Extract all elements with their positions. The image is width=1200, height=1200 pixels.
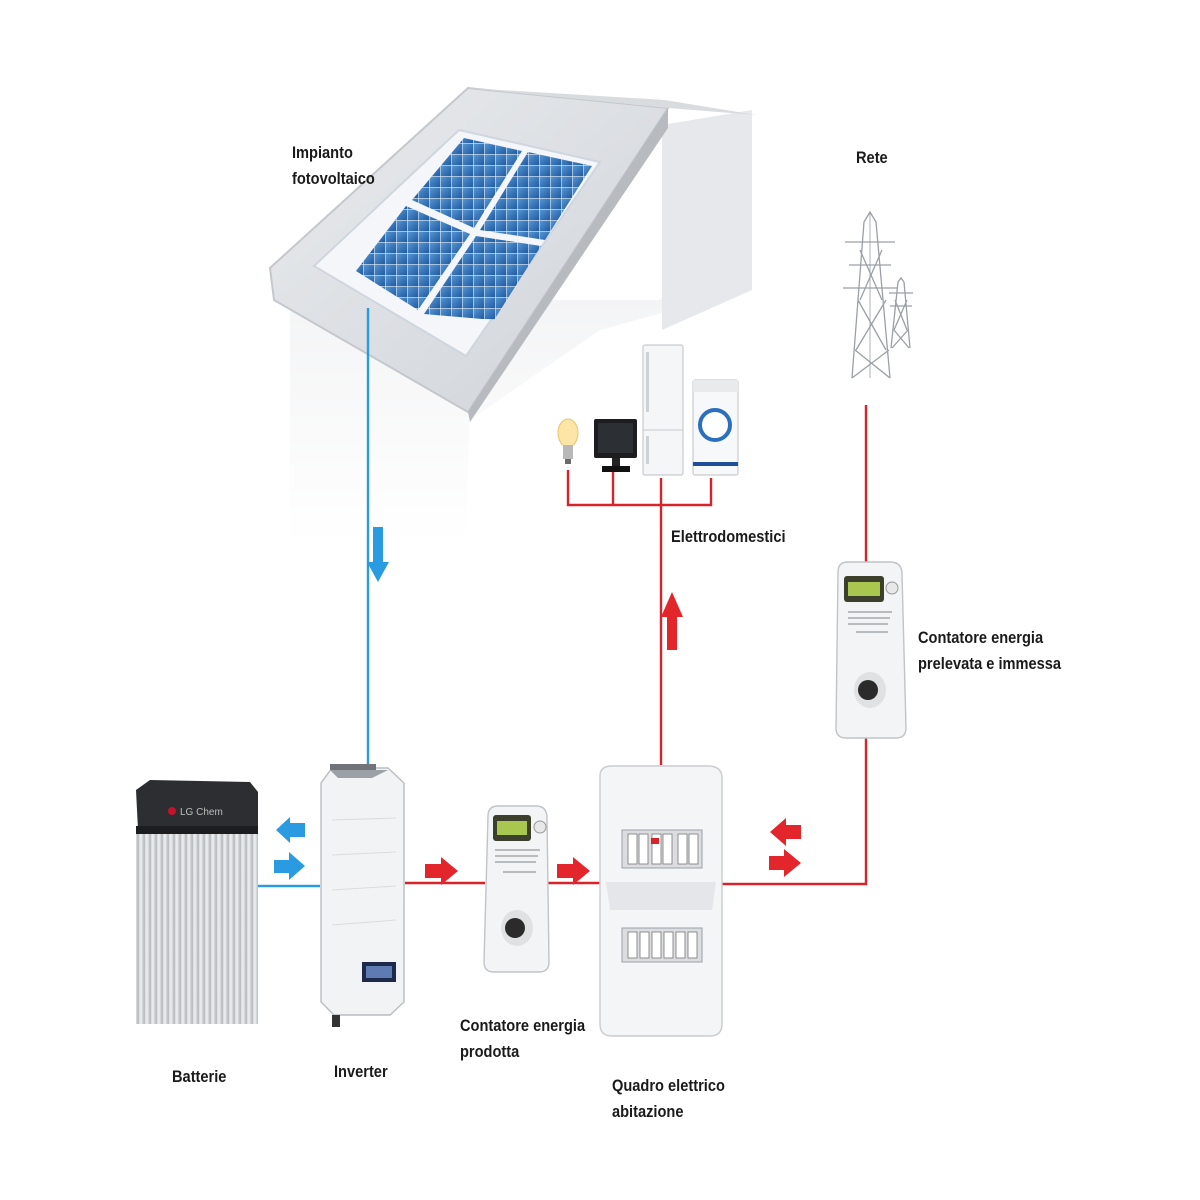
dc-lines	[258, 308, 370, 888]
pv-plant-label-line-1: Impianto	[292, 143, 353, 162]
bidirectional-meter-label: Contatore energia prelevata e immessa	[918, 625, 1061, 678]
arrow-right-blue-icon	[274, 852, 305, 880]
pv-plant-label: Impianto fotovoltaico	[292, 140, 375, 193]
ac-lines	[405, 405, 868, 886]
house-wall-right	[662, 110, 752, 330]
battery-icon: LG Chem	[136, 780, 258, 1024]
appliances-label-text: Elettrodomestici	[671, 527, 786, 546]
switchboard-label-line-2: abitazione	[612, 1102, 684, 1122]
solar-module	[356, 206, 470, 310]
switchboard-icon	[599, 765, 723, 1037]
roof-ridge	[468, 88, 756, 115]
fridge-icon	[642, 344, 684, 476]
inverter-icon	[320, 764, 405, 1027]
batteries-label: Batterie	[172, 1064, 226, 1090]
flow-arrows	[274, 527, 801, 885]
arrow-right-red-icon	[769, 849, 801, 877]
arrow-right-red-icon	[557, 857, 590, 885]
switchboard-label-line-1: Quadro elettrico	[612, 1076, 725, 1095]
bidirectional-meter-icon	[835, 561, 907, 739]
batteries-label-text: Batterie	[172, 1067, 227, 1086]
arrow-down-dc-icon	[367, 527, 389, 582]
solar-panel	[312, 128, 602, 358]
arrow-left-red-icon	[770, 818, 801, 846]
arrow-up-ac-icon	[661, 592, 683, 650]
meter-to-switchboard-grid-line	[720, 735, 868, 886]
bidirectional-meter-label-line-1: Contatore energia	[918, 628, 1044, 647]
battery-brand-logo: LG Chem	[180, 807, 223, 818]
pv-plant-label-line-2: fotovoltaico	[292, 169, 375, 189]
tv-icon	[594, 419, 637, 472]
pylon-icon	[843, 210, 913, 379]
production-meter-icon	[483, 805, 550, 973]
production-meter-label-line-1: Contatore energia	[460, 1016, 586, 1035]
arrow-right-red-icon	[425, 857, 458, 885]
production-meter-label-line-2: prodotta	[460, 1042, 520, 1062]
solar-module	[412, 138, 522, 228]
inverter-label: Inverter	[334, 1059, 388, 1085]
production-meter-label: Contatore energia prodotta	[460, 1013, 585, 1066]
light-bulb-icon	[557, 418, 579, 464]
roof-edge	[468, 108, 668, 422]
inverter-label-text: Inverter	[334, 1062, 388, 1081]
appliances-bus-line	[566, 470, 713, 507]
solar-module	[424, 236, 541, 320]
switchboard-label: Quadro elettrico abitazione	[612, 1073, 725, 1126]
house-wall	[290, 180, 745, 545]
solar-module	[480, 152, 592, 240]
washing-machine-icon	[692, 379, 739, 476]
appliances	[557, 344, 739, 476]
bidirectional-meter-label-line-2: prelevata e immessa	[918, 654, 1062, 674]
grid-label-text: Rete	[856, 148, 888, 167]
arrow-left-blue-icon	[276, 817, 305, 843]
grid-label: Rete	[856, 145, 888, 171]
appliances-label: Elettrodomestici	[671, 524, 786, 550]
